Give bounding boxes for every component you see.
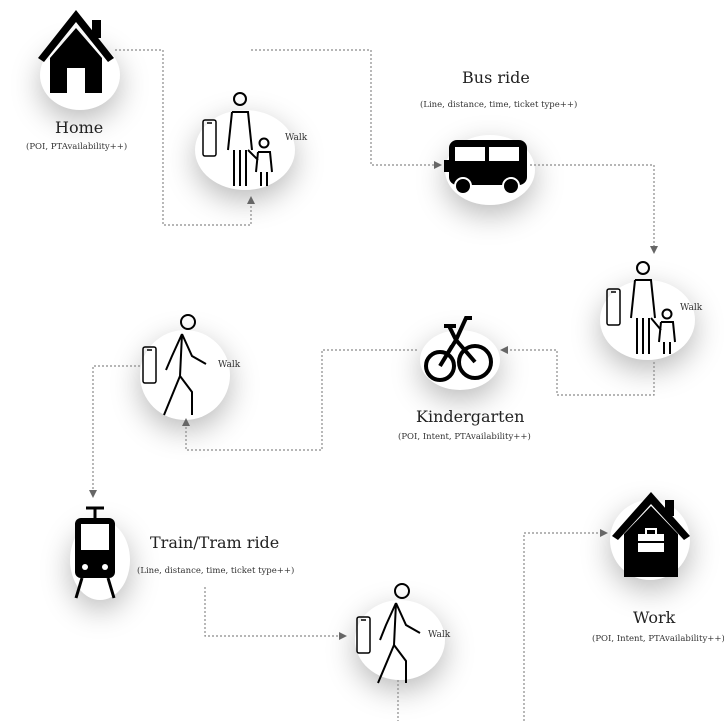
train-title: Train/Tram ride (150, 533, 280, 552)
connectors (89, 49, 658, 721)
bus-icon (444, 140, 527, 195)
pedestrian-icon (377, 583, 421, 684)
connector-home-walk1 (115, 49, 255, 226)
house-icon (38, 10, 114, 93)
train-subtitle: (Line, distance, time, ticket type++) (137, 566, 295, 576)
smartphone-icon (606, 288, 621, 326)
home-subtitle: (POI, PTAvailability++) (26, 142, 128, 152)
bus-title: Bus ride (462, 68, 530, 87)
bus-subtitle: (Line, distance, time, ticket type++) (420, 100, 578, 110)
walk-label: Walk (428, 630, 451, 640)
connector-bus-walk2 (530, 164, 658, 254)
home-title: Home (55, 118, 104, 137)
office-building-icon (612, 492, 690, 577)
connector-kinder-walk3 (182, 349, 417, 451)
connector-train-walk4 (204, 587, 347, 640)
walk-label: Walk (680, 303, 703, 313)
connector-walk1-bus (251, 49, 442, 169)
walk3-shadow (140, 330, 230, 420)
connector-walk4-work (397, 533, 606, 721)
smartphone-icon (356, 616, 371, 654)
adult-child-walk-icon (630, 261, 676, 354)
walk2-shadow (600, 280, 695, 360)
pedestrian-icon (163, 314, 207, 416)
walk-label: Walk (285, 133, 308, 143)
kindergarten-subtitle: (POI, Intent, PTAvailability++) (398, 432, 531, 442)
kindergarten-title: Kindergarten (416, 407, 525, 426)
connector-walk2-kinder (500, 346, 655, 396)
work-subtitle: (POI, Intent, PTAvailability++) (592, 634, 724, 644)
connector-walk3-train (89, 365, 140, 498)
smartphone-icon (142, 346, 157, 384)
work-title: Work (633, 608, 676, 627)
tram-icon (74, 506, 116, 599)
adult-child-walk-icon (227, 92, 273, 186)
smartphone-icon (202, 119, 217, 157)
bicycle-icon (424, 316, 493, 382)
walk-label: Walk (218, 360, 241, 370)
